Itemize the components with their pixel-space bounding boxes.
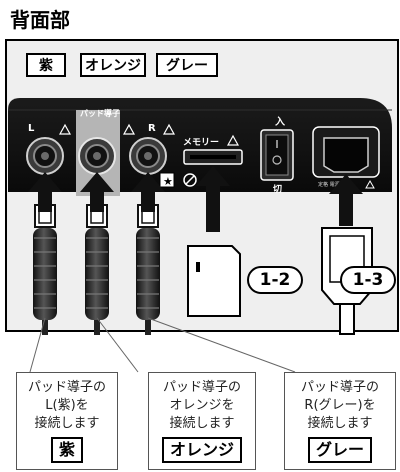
callout-gray-tag: グレー [307,437,372,463]
port-orange [78,137,116,175]
insert-arrows [28,166,363,232]
power-spec-text: 定格 電源 [318,181,340,188]
port-l-letter: L [28,123,35,134]
svg-text:★: ★ [163,175,173,188]
switch-on-label: 入 [275,116,285,128]
port-l [26,137,64,175]
warning-icon [58,123,176,135]
callout-orange-text: パッド導子の オレンジを 接続します [162,380,241,431]
callout-purple-tag: 紫 [50,437,83,463]
label-gray: グレー [156,53,218,77]
memory-label: メモリー [183,137,219,148]
switch-off-label: 切 [273,184,282,195]
pad-conductor-label: パッド導子 [80,108,120,118]
cable-l [33,200,57,335]
callout-gray: パッド導子の R(グレー)を 接続します グレー [284,372,396,470]
step-badge-power: 1-3 [340,266,396,294]
callout-gray-text: パッド導子の R(グレー)を 接続します [300,380,379,431]
port-r [129,137,167,175]
sd-card [187,245,241,317]
callout-purple-text: パッド導子の L(紫)を 接続します [27,380,106,431]
cable-orange [85,200,109,335]
cable-r [136,200,160,335]
port-r-letter: R [148,123,156,134]
leader-lines [29,317,296,373]
step-badge-sd: 1-2 [247,266,303,294]
no-use-icon [183,173,197,187]
callout-orange: パッド導子の オレンジを 接続します オレンジ [148,372,256,470]
type-bf-icon [159,172,175,188]
callout-purple: パッド導子の L(紫)を 接続します 紫 [16,372,118,470]
label-purple: 紫 [26,53,66,77]
label-orange: オレンジ [80,53,146,77]
section-title: 背面部 [10,8,70,32]
callout-orange-tag: オレンジ [161,437,242,463]
